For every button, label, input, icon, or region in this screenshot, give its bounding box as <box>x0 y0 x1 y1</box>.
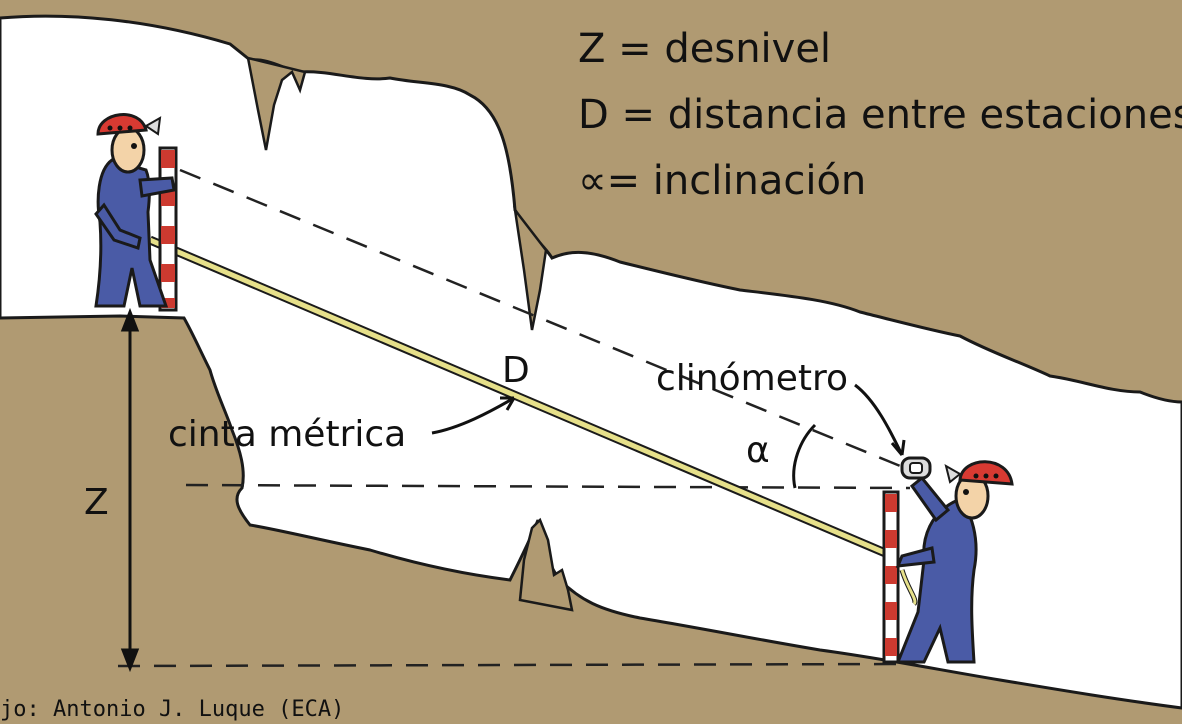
floor-reference-line <box>117 662 901 668</box>
horizontal-reference-line <box>185 483 911 490</box>
stalactite-left <box>246 56 307 151</box>
label-clinometer: clinómetro <box>656 358 848 399</box>
legend-d: D = distancia entre estaciones <box>578 92 1182 138</box>
label-drop: Z <box>84 482 109 523</box>
stalagmite <box>518 517 574 612</box>
label-distance: D <box>502 350 530 391</box>
clinometer-icon <box>900 456 932 480</box>
caver-figure-left <box>94 113 178 312</box>
credit-text: jo: Antonio J. Luque (ECA) <box>0 697 344 722</box>
tape-leader-arrow <box>431 396 516 435</box>
clinometer-leader-arrow <box>854 383 906 456</box>
legend-z: Z = desnivel <box>578 26 831 72</box>
sight-line <box>179 168 906 470</box>
stalactite-center <box>513 205 553 331</box>
helmet-left-icon <box>96 113 162 136</box>
measuring-pole-right-icon <box>882 490 900 664</box>
helmet-right-icon <box>944 460 1014 486</box>
angle-arc <box>792 423 817 489</box>
label-tape: cinta métrica <box>168 414 406 455</box>
caver-figure-right <box>882 456 1014 664</box>
drop-arrow <box>120 307 140 673</box>
label-angle: α <box>746 430 770 471</box>
measuring-pole-left-icon <box>158 146 178 312</box>
legend-alpha: ∝= inclinación <box>578 158 866 204</box>
